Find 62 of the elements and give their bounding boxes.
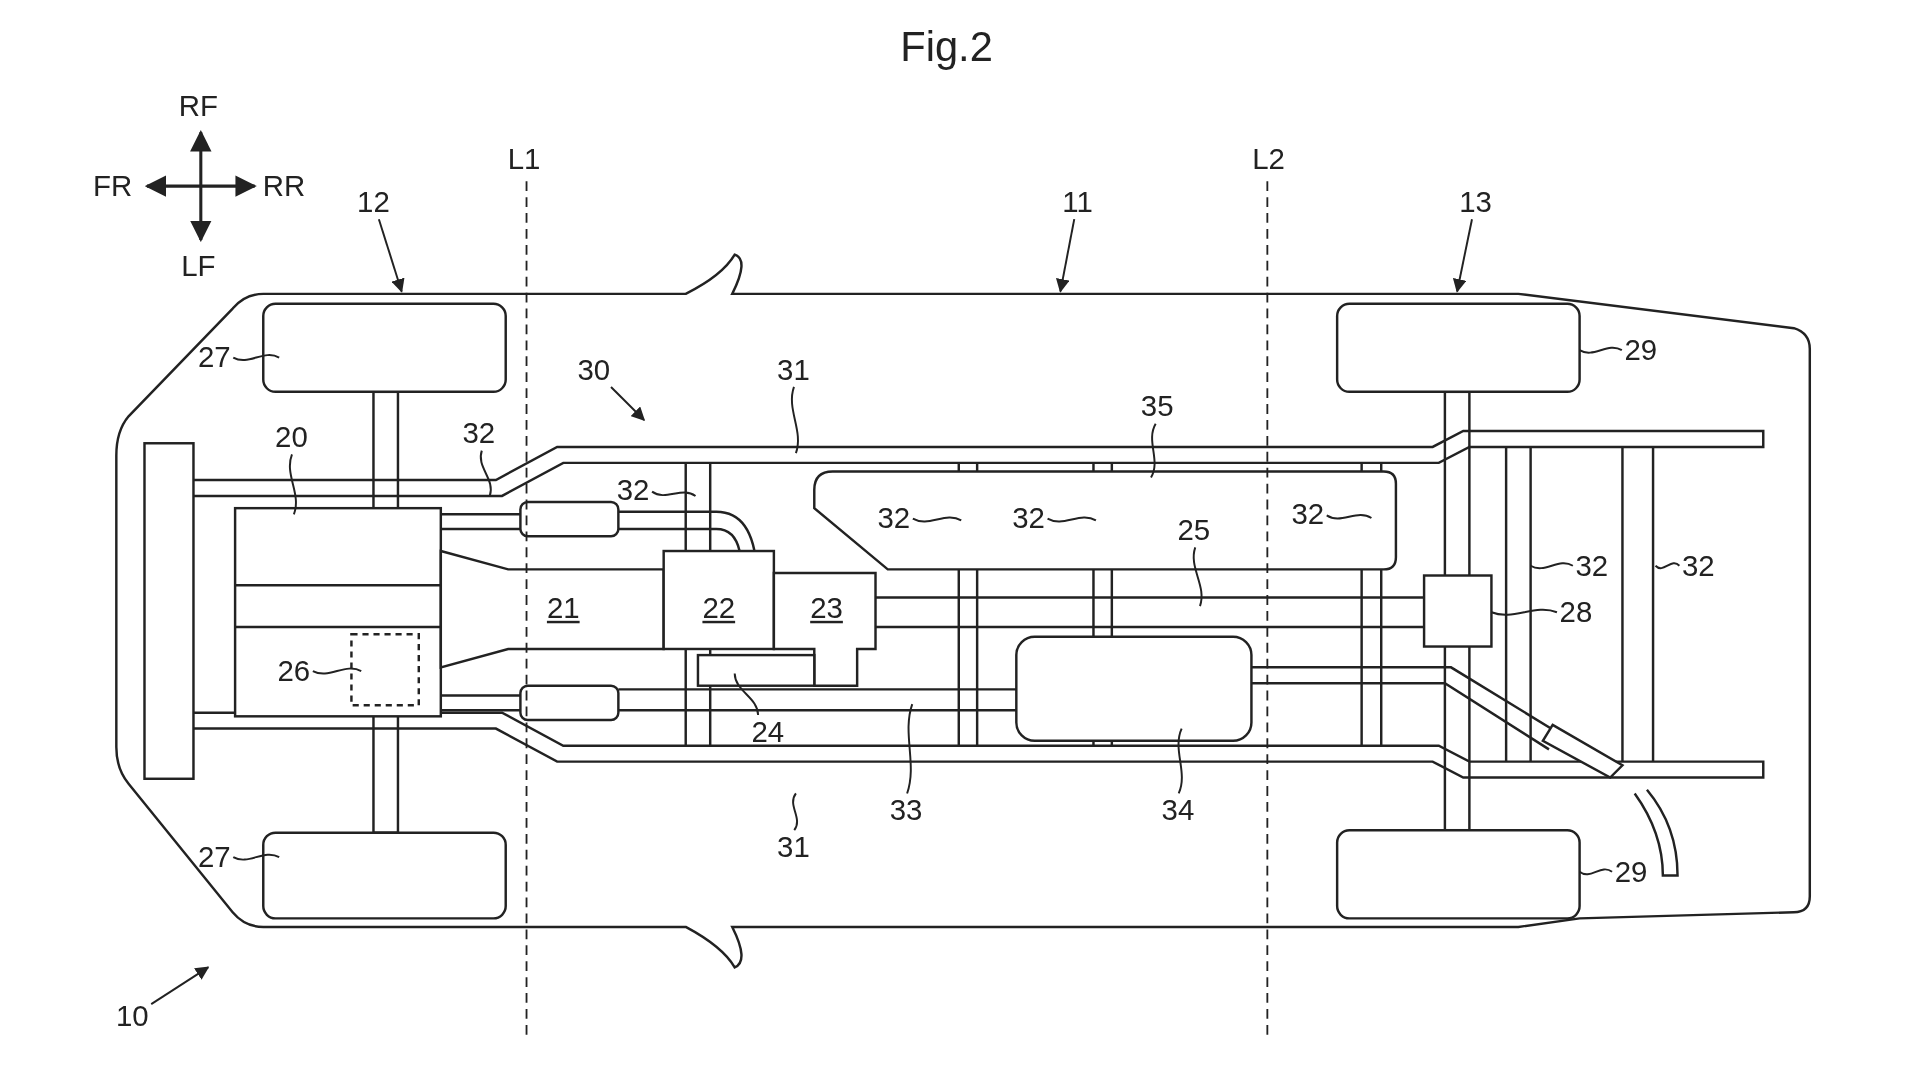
callout-number: 27 — [197, 842, 231, 872]
leader-line — [792, 792, 799, 832]
leader-arrow — [377, 218, 405, 293]
leader-line — [1325, 513, 1373, 520]
direction-label: RF — [178, 91, 218, 122]
callout-number: 34 — [1161, 795, 1195, 826]
callout-number: 12 — [357, 187, 390, 217]
callout-number: 32 — [1682, 551, 1715, 581]
direction-label: LF — [181, 251, 216, 281]
callout-number: 11 — [1062, 187, 1093, 217]
leader-line — [1654, 562, 1681, 570]
callout-number: 32 — [1291, 499, 1325, 529]
part-number: 23 — [810, 593, 843, 624]
leader-line — [288, 453, 297, 516]
callout-number: 24 — [751, 717, 785, 747]
figure-title: Fig.2 — [900, 25, 993, 68]
direction-label: FR — [93, 171, 133, 201]
leader-line — [1578, 346, 1623, 354]
callout-number: 33 — [889, 795, 923, 826]
callout-number: 13 — [1459, 187, 1492, 217]
callout-number: 32 — [462, 418, 496, 449]
part-number: 22 — [702, 593, 736, 624]
callout-number: 35 — [1140, 391, 1174, 422]
callout-number: 31 — [777, 832, 810, 863]
leader-arrow — [1452, 218, 1473, 293]
leader-line — [1046, 516, 1097, 523]
leader-line — [1192, 546, 1203, 608]
leader-line — [232, 354, 281, 361]
reference-line-label: L2 — [1252, 144, 1285, 174]
callout-number: 10 — [115, 1001, 149, 1031]
reference-line-label: L1 — [507, 144, 541, 174]
leader-line — [1578, 868, 1613, 876]
callout-number: 20 — [275, 422, 308, 452]
callout-number: 30 — [577, 355, 611, 385]
leader-line — [1490, 608, 1558, 616]
callout-number: 26 — [277, 656, 311, 686]
callout-number: 28 — [1559, 597, 1593, 627]
leader-line — [651, 490, 697, 497]
leader-line — [911, 516, 963, 523]
leader-line — [733, 672, 760, 717]
leader-line — [790, 385, 799, 455]
callout-number: 29 — [1624, 335, 1658, 365]
part-number: 21 — [546, 593, 580, 624]
direction-label: RR — [262, 171, 306, 201]
leader-arrow — [1056, 218, 1076, 293]
callout-number: 27 — [197, 342, 231, 373]
callout-number: 32 — [1575, 551, 1609, 581]
leader-line — [311, 667, 363, 675]
leader-arrow — [610, 385, 646, 421]
leader-arrow — [150, 966, 210, 1006]
leader-line — [1529, 562, 1574, 570]
leader-line — [906, 703, 914, 795]
callout-number: 29 — [1614, 857, 1648, 887]
leader-line — [1150, 422, 1157, 479]
leader-line — [232, 853, 281, 861]
callout-number: 25 — [1177, 515, 1211, 545]
leader-line — [479, 449, 492, 497]
callout-number: 32 — [616, 475, 650, 505]
callout-number: 31 — [777, 355, 810, 385]
callout-number: 32 — [1012, 503, 1045, 533]
callout-number: 32 — [877, 503, 911, 533]
leader-line — [1177, 727, 1183, 795]
